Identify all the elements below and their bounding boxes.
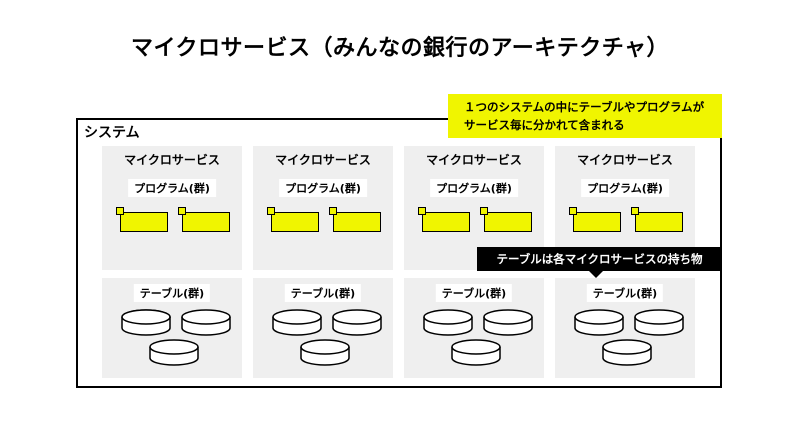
- database-icon: [634, 309, 684, 336]
- table-group-label: テーブル(群): [284, 284, 362, 302]
- database-icon: [181, 309, 231, 336]
- program-group-label: プログラム(群): [430, 179, 518, 197]
- database-icon: [272, 309, 322, 336]
- page-title: マイクロサービス（みんなの銀行のアーキテクチャ）: [130, 36, 670, 61]
- database-icon: [332, 309, 382, 336]
- database-icon: [483, 309, 533, 336]
- database-icon: [602, 339, 652, 366]
- program-icon: [631, 207, 683, 232]
- microservice-panel: マイクロサービス プログラム(群): [102, 146, 242, 270]
- program-icon: [418, 207, 470, 232]
- note-line-2: サービス毎に分かれて含まれる: [464, 118, 625, 132]
- microservice-panel: マイクロサービス プログラム(群): [253, 146, 393, 270]
- database-icon: [423, 309, 473, 336]
- database-icon: [121, 309, 171, 336]
- note-line-1: １つのシステムの中にテーブルやプログラムが: [464, 100, 705, 114]
- program-group-label: プログラム(群): [279, 179, 367, 197]
- database-icon: [300, 339, 350, 366]
- program-icon: [178, 207, 230, 232]
- table-group-label: テーブル(群): [586, 284, 664, 302]
- program-group-label: プログラム(群): [128, 179, 216, 197]
- callout-tooltip: テーブルは各マイクロサービスの持ち物: [477, 247, 722, 278]
- table-group-label: テーブル(群): [435, 284, 513, 302]
- program-group-label: プログラム(群): [581, 179, 669, 197]
- system-label: システム: [84, 125, 140, 141]
- program-icon: [329, 207, 381, 232]
- note-box: １つのシステムの中にテーブルやプログラムが サービス毎に分かれて含まれる: [448, 94, 722, 138]
- table-group-label: テーブル(群): [133, 284, 211, 302]
- program-icon: [569, 207, 621, 232]
- program-icon: [116, 207, 168, 232]
- table-panel: テーブル(群): [253, 278, 393, 378]
- database-icon: [149, 339, 199, 366]
- table-panel: テーブル(群): [102, 278, 242, 378]
- microservice-label: マイクロサービス: [577, 153, 673, 167]
- program-icon: [480, 207, 532, 232]
- table-panel: テーブル(群): [555, 278, 695, 378]
- database-icon: [451, 339, 501, 366]
- table-panel: テーブル(群): [404, 278, 544, 378]
- program-icon: [267, 207, 319, 232]
- microservice-label: マイクロサービス: [426, 153, 522, 167]
- microservice-label: マイクロサービス: [124, 153, 220, 167]
- database-icon: [574, 309, 624, 336]
- microservice-label: マイクロサービス: [275, 153, 371, 167]
